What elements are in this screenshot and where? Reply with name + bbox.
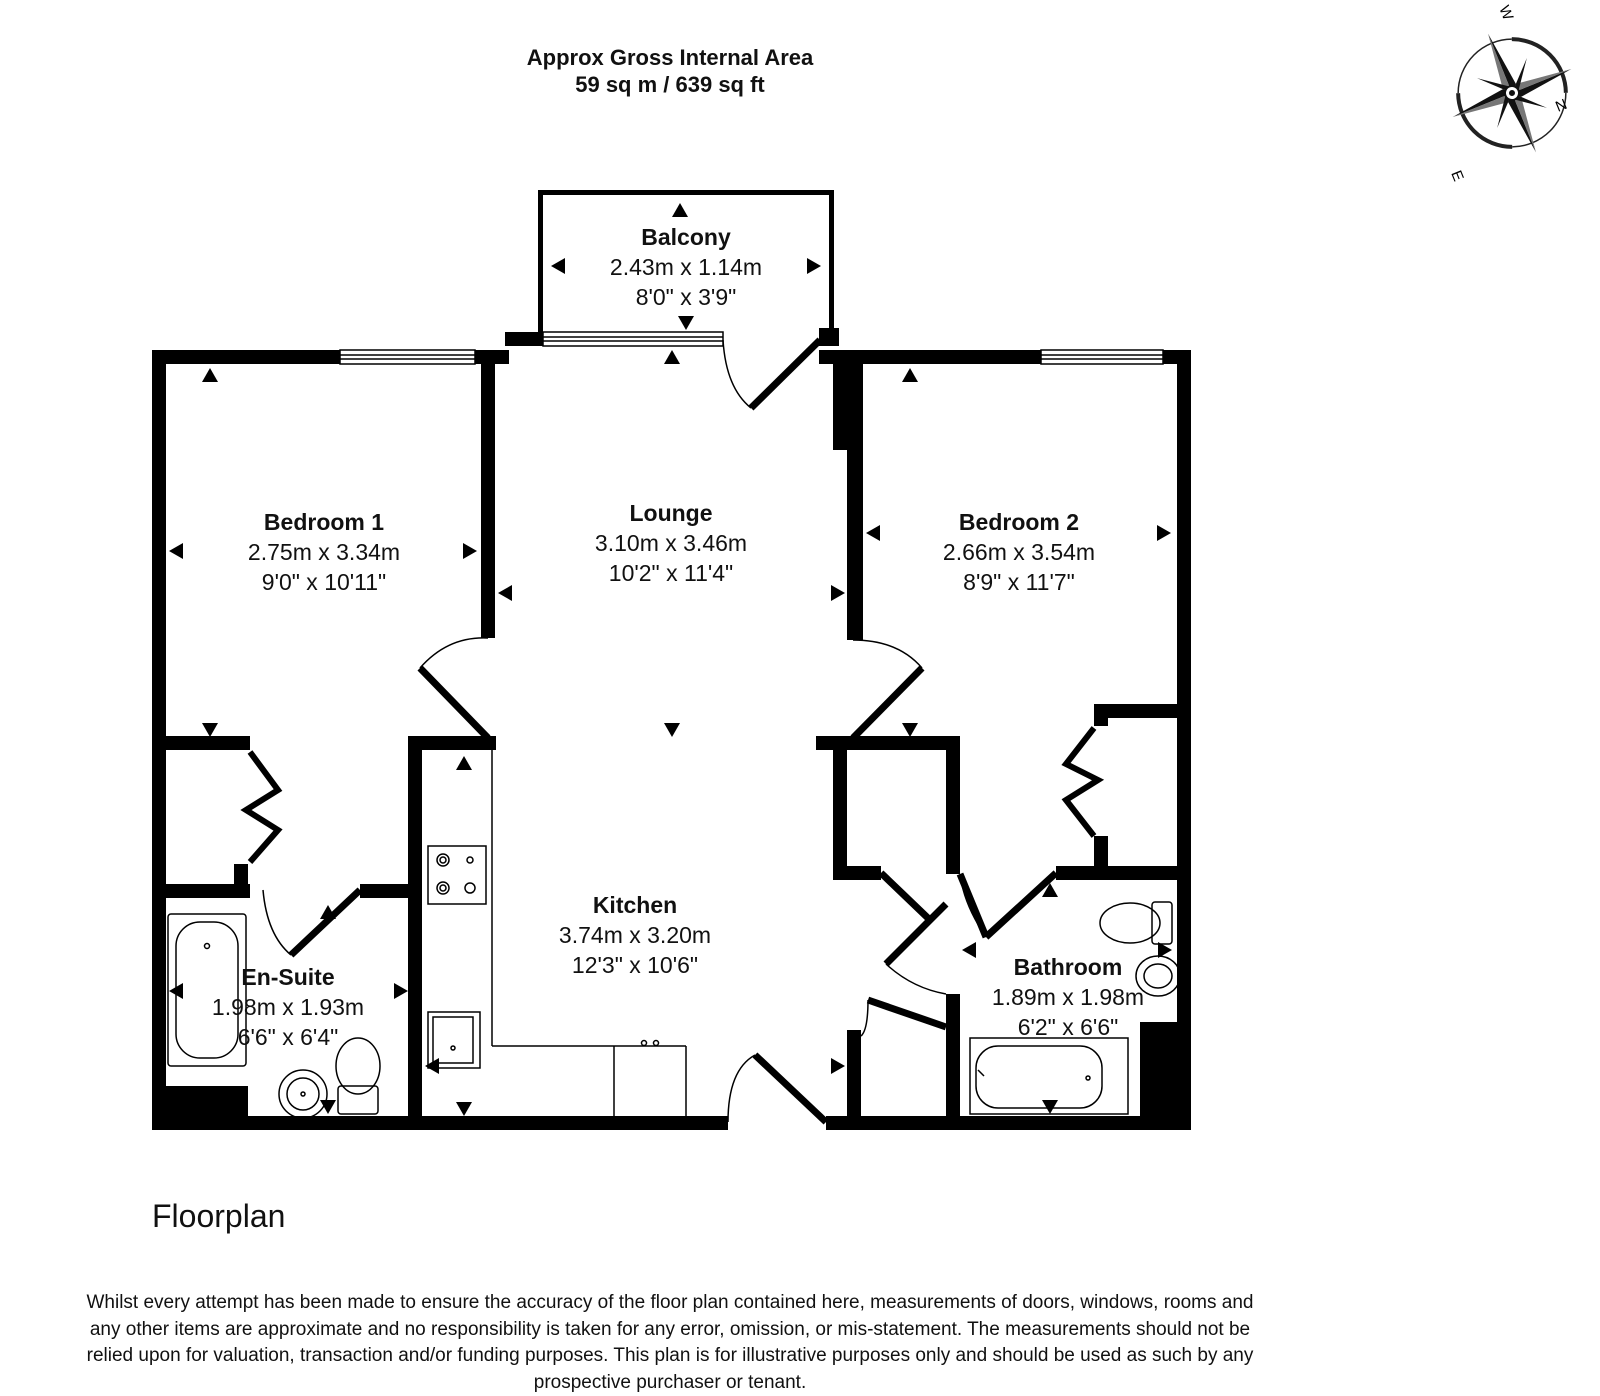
walls [152, 190, 1191, 1130]
room-bathroom: Bathroom 1.89m x 1.98m 6'2" x 6'6" [991, 954, 1145, 1040]
doors [240, 337, 1105, 1125]
disclaimer-line: relied upon for valuation, transaction a… [86, 1345, 1254, 1366]
floorplan-label: Floorplan [152, 1198, 286, 1234]
room-kitchen: Kitchen 3.74m x 3.20m 12'3" x 10'6" [558, 892, 712, 978]
room-bedroom-1: Bedroom 1 2.75m x 3.34m 9'0" x 10'11" [247, 509, 401, 595]
area-header: Approx Gross Internal Area 59 sq m / 639… [0, 44, 1340, 98]
room-lounge: Lounge 3.10m x 3.46m 10'2" x 11'4" [594, 500, 748, 586]
disclaimer-line: prospective purchaser or tenant. [533, 1371, 807, 1393]
area-value: 59 sq m / 639 sq ft [575, 72, 765, 97]
compass-w: W [1495, 3, 1516, 23]
disclaimer: Whilst every attempt has been made to en… [0, 1290, 1340, 1396]
compass-n: N [1553, 96, 1569, 116]
room-bedroom-2: Bedroom 2 2.66m x 3.54m 8'9" x 11'7" [942, 509, 1096, 595]
fixtures [167, 750, 1181, 1119]
compass-rose-icon: N E S W [1447, 3, 1572, 184]
room-balcony: Balcony 2.43m x 1.14m 8'0" x 3'9" [609, 224, 763, 310]
disclaimer-line: Whilst every attempt has been made to en… [86, 1292, 1254, 1313]
area-title: Approx Gross Internal Area [526, 45, 814, 70]
windows [339, 331, 1164, 365]
room-en-suite: En-Suite 1.98m x 1.93m 6'6" x 6'4" [211, 964, 365, 1050]
disclaimer-line: any other items are approximate and no r… [89, 1318, 1251, 1340]
compass-e: E [1447, 168, 1467, 184]
dimension-arrows [169, 203, 1172, 1116]
